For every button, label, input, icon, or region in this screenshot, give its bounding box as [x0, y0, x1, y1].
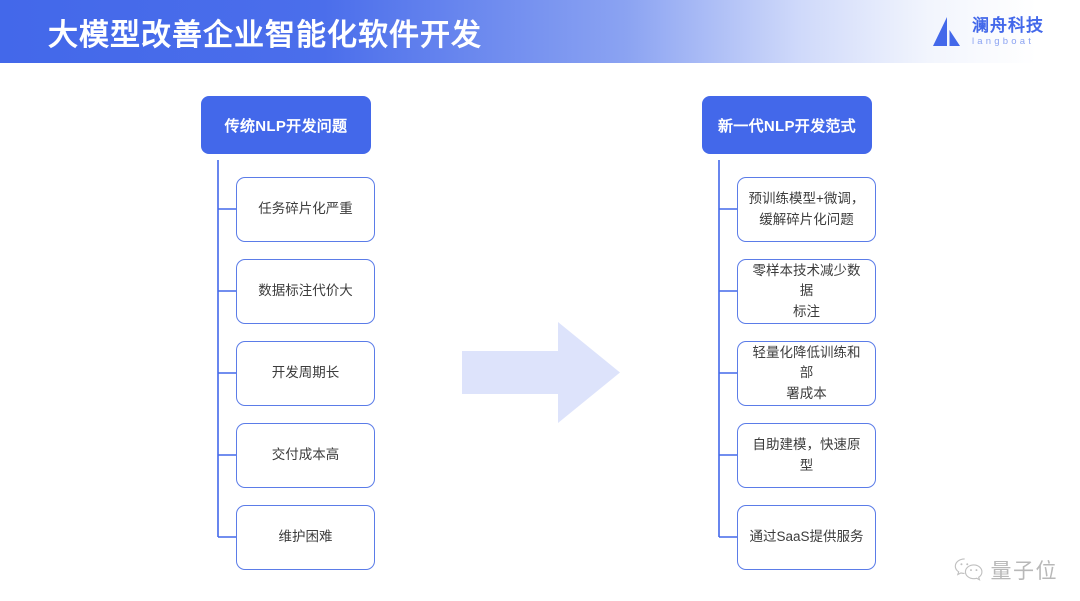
- watermark-label: 量子位: [990, 560, 1058, 583]
- left-item-3: 开发周期长: [236, 341, 375, 406]
- page-title: 大模型改善企业智能化软件开发: [48, 18, 482, 52]
- right-item-5: 通过SaaS提供服务: [737, 505, 876, 570]
- wechat-icon: [954, 558, 982, 581]
- right-column-header: 新一代NLP开发范式: [702, 96, 872, 154]
- langboat-sail-icon: [933, 16, 960, 46]
- right-item-4: 自助建模，快速原型: [737, 423, 876, 488]
- right-item-3: 轻量化降低训练和部 署成本: [737, 341, 876, 406]
- brand-name-en: langboat: [972, 35, 1035, 47]
- diagram-canvas: 传统NLP开发问题 任务碎片化严重 数据标注代价大 开发周期长 交付成本高 维护…: [0, 63, 1080, 601]
- left-item-1: 任务碎片化严重: [236, 177, 375, 242]
- page-header: 大模型改善企业智能化软件开发 澜舟科技 langboat: [0, 0, 1080, 63]
- left-item-2: 数据标注代价大: [236, 259, 375, 324]
- brand-logo: 澜舟科技 langboat: [928, 14, 1044, 50]
- left-column-header: 传统NLP开发问题: [201, 96, 371, 154]
- right-item-1: 预训练模型+微调， 缓解碎片化问题: [737, 177, 876, 242]
- watermark: 量子位: [954, 555, 1059, 585]
- left-item-5: 维护困难: [236, 505, 375, 570]
- brand-name-cn: 澜舟科技: [972, 15, 1044, 35]
- right-item-2: 零样本技术减少数据 标注: [737, 259, 876, 324]
- transition-arrow-icon: [462, 322, 620, 423]
- left-item-4: 交付成本高: [236, 423, 375, 488]
